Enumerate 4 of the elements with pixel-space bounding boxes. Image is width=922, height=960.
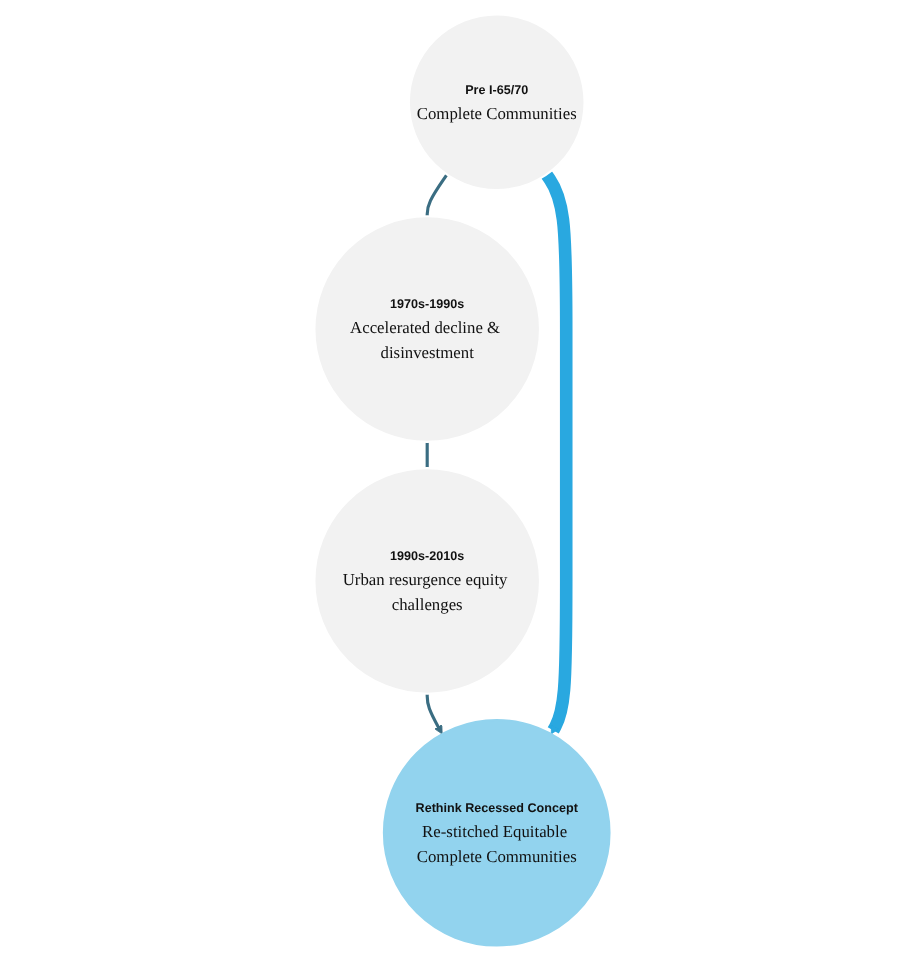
connector — [424, 173, 448, 217]
arrow — [540, 171, 572, 735]
arrow — [424, 693, 442, 735]
connector — [424, 441, 428, 469]
